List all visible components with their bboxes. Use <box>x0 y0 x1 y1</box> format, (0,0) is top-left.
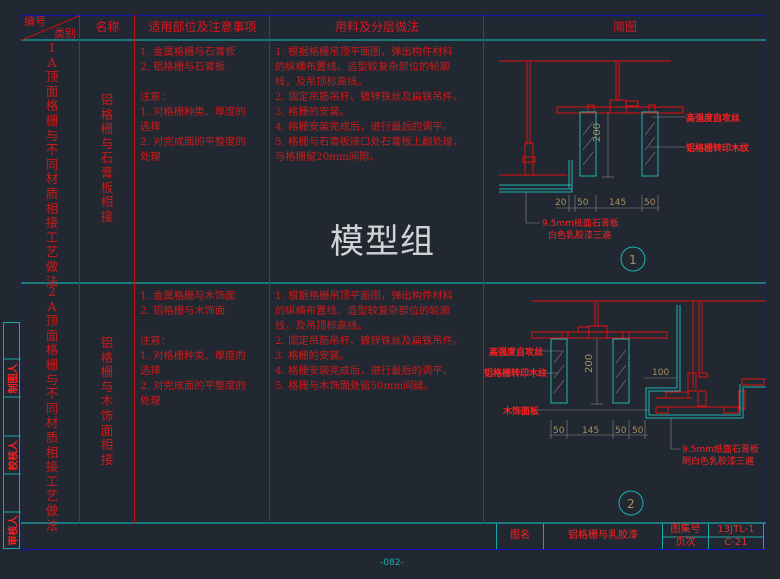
row2-scope: 1. 金属格栅与木饰面 2. 铝格栅与木饰面 注意： 1. 对格栅种类、厚度的 … <box>140 290 246 407</box>
watermark: 模型组 <box>330 222 435 262</box>
row1-scope: 1. 金属格栅与石膏板 2. 铝格栅与石膏板 注意： 1. 对格栅种类、厚度的 … <box>140 46 246 163</box>
diagram1-label-board-2: 白色乳胶漆三遍 <box>548 229 611 241</box>
diagram2-dim-d: 50 <box>632 426 644 436</box>
diagram1-label-board-1: 9.5mm纸面石膏板 <box>542 217 619 229</box>
title-block-set-value: 13JTL-1 <box>717 524 755 535</box>
page-number: -082- <box>380 558 404 568</box>
diagram2-label-board-2: 刷白色乳胶漆三遍 <box>682 455 754 467</box>
diagram-1: 200 20 50 145 50 高强度自攻丝 铝格栅转印木纹 9.5mm纸面石… <box>499 60 750 272</box>
title-block-name-value: 铝格栅与乳胶漆 <box>568 530 638 541</box>
diagram1-label-grille: 铝格栅转印木纹 <box>686 142 750 154</box>
row2-materials: 1. 根据格栅吊顶平面图，弹出构件材料 的纵横布置线。造型较复杂部位的轮廓 线，… <box>275 290 464 392</box>
signoff-checker-label: 校核人 <box>8 440 19 470</box>
row1-materials: 1. 根据格栅吊顶平面图，弹出构件材料 的纵横布置线。造型较复杂部位的轮廓 线，… <box>275 46 464 163</box>
title-block-page-label: 页次 <box>675 537 696 548</box>
diagram2-label-board-1: 9.5mm纸面石膏板 <box>682 443 759 455</box>
row1-name: 铝格栅与石膏板相接 <box>100 92 114 224</box>
header-category-label: 类别 <box>54 27 76 40</box>
signoff-dividers <box>3 358 21 513</box>
header-scope: 适用部位及注意事项 <box>148 20 257 34</box>
diagram1-dim-b: 50 <box>577 198 589 208</box>
title-block-name-label: 图名 <box>510 530 530 541</box>
header-name: 名称 <box>95 20 120 34</box>
diagram2-dim-height: 200 <box>584 354 595 373</box>
diagram1-dim-height: 200 <box>592 123 603 142</box>
diagram2-dim-c: 50 <box>615 426 627 436</box>
diagram2-dim-offset: 100 <box>652 368 669 378</box>
diagram1-dim-c: 145 <box>609 198 626 208</box>
header-diagram: 简图 <box>612 20 637 34</box>
row2-code: 2A顶面格栅与不同材质相接工艺做法 <box>45 284 59 533</box>
diagram2-dim-a: 50 <box>553 426 565 436</box>
row2-name: 铝格栅与木饰面相接 <box>100 335 114 467</box>
signoff-checker: 校核人 <box>3 436 20 474</box>
header-number-label: 编号 <box>24 15 46 28</box>
diagram2-dim-b: 145 <box>582 426 599 436</box>
diagram1-dim-d: 50 <box>644 198 656 208</box>
signoff-drafter: 制图人 <box>3 359 20 397</box>
signoff-drafter-label: 制图人 <box>8 363 19 393</box>
diagram1-number: 1 <box>629 253 637 267</box>
header-materials: 用料及分层做法 <box>334 20 419 34</box>
title-block-set-label: 图集号 <box>670 524 701 535</box>
diagram2-label-screw: 高强度自攻丝 <box>489 346 543 358</box>
signoff-reviewer: 审核人 <box>3 512 20 549</box>
diagram2-number: 2 <box>627 497 635 511</box>
diagram2-label-grille: 铝格栅转印木纹 <box>484 367 548 379</box>
diagram-2: 200 100 50 145 50 50 高强度自攻丝 铝格栅转印木纹 木饰面板… <box>484 300 766 516</box>
diagram2-label-wood: 木饰面板 <box>502 405 540 417</box>
signoff-reviewer-label: 审核人 <box>8 515 19 546</box>
title-block-page-value: C-21 <box>724 537 748 548</box>
diagram1-dim-a: 20 <box>555 198 567 208</box>
row1-code: 1A顶面格栅与不同材质相接工艺做法 <box>45 40 59 289</box>
diagram1-label-screw: 高强度自攻丝 <box>686 112 740 124</box>
